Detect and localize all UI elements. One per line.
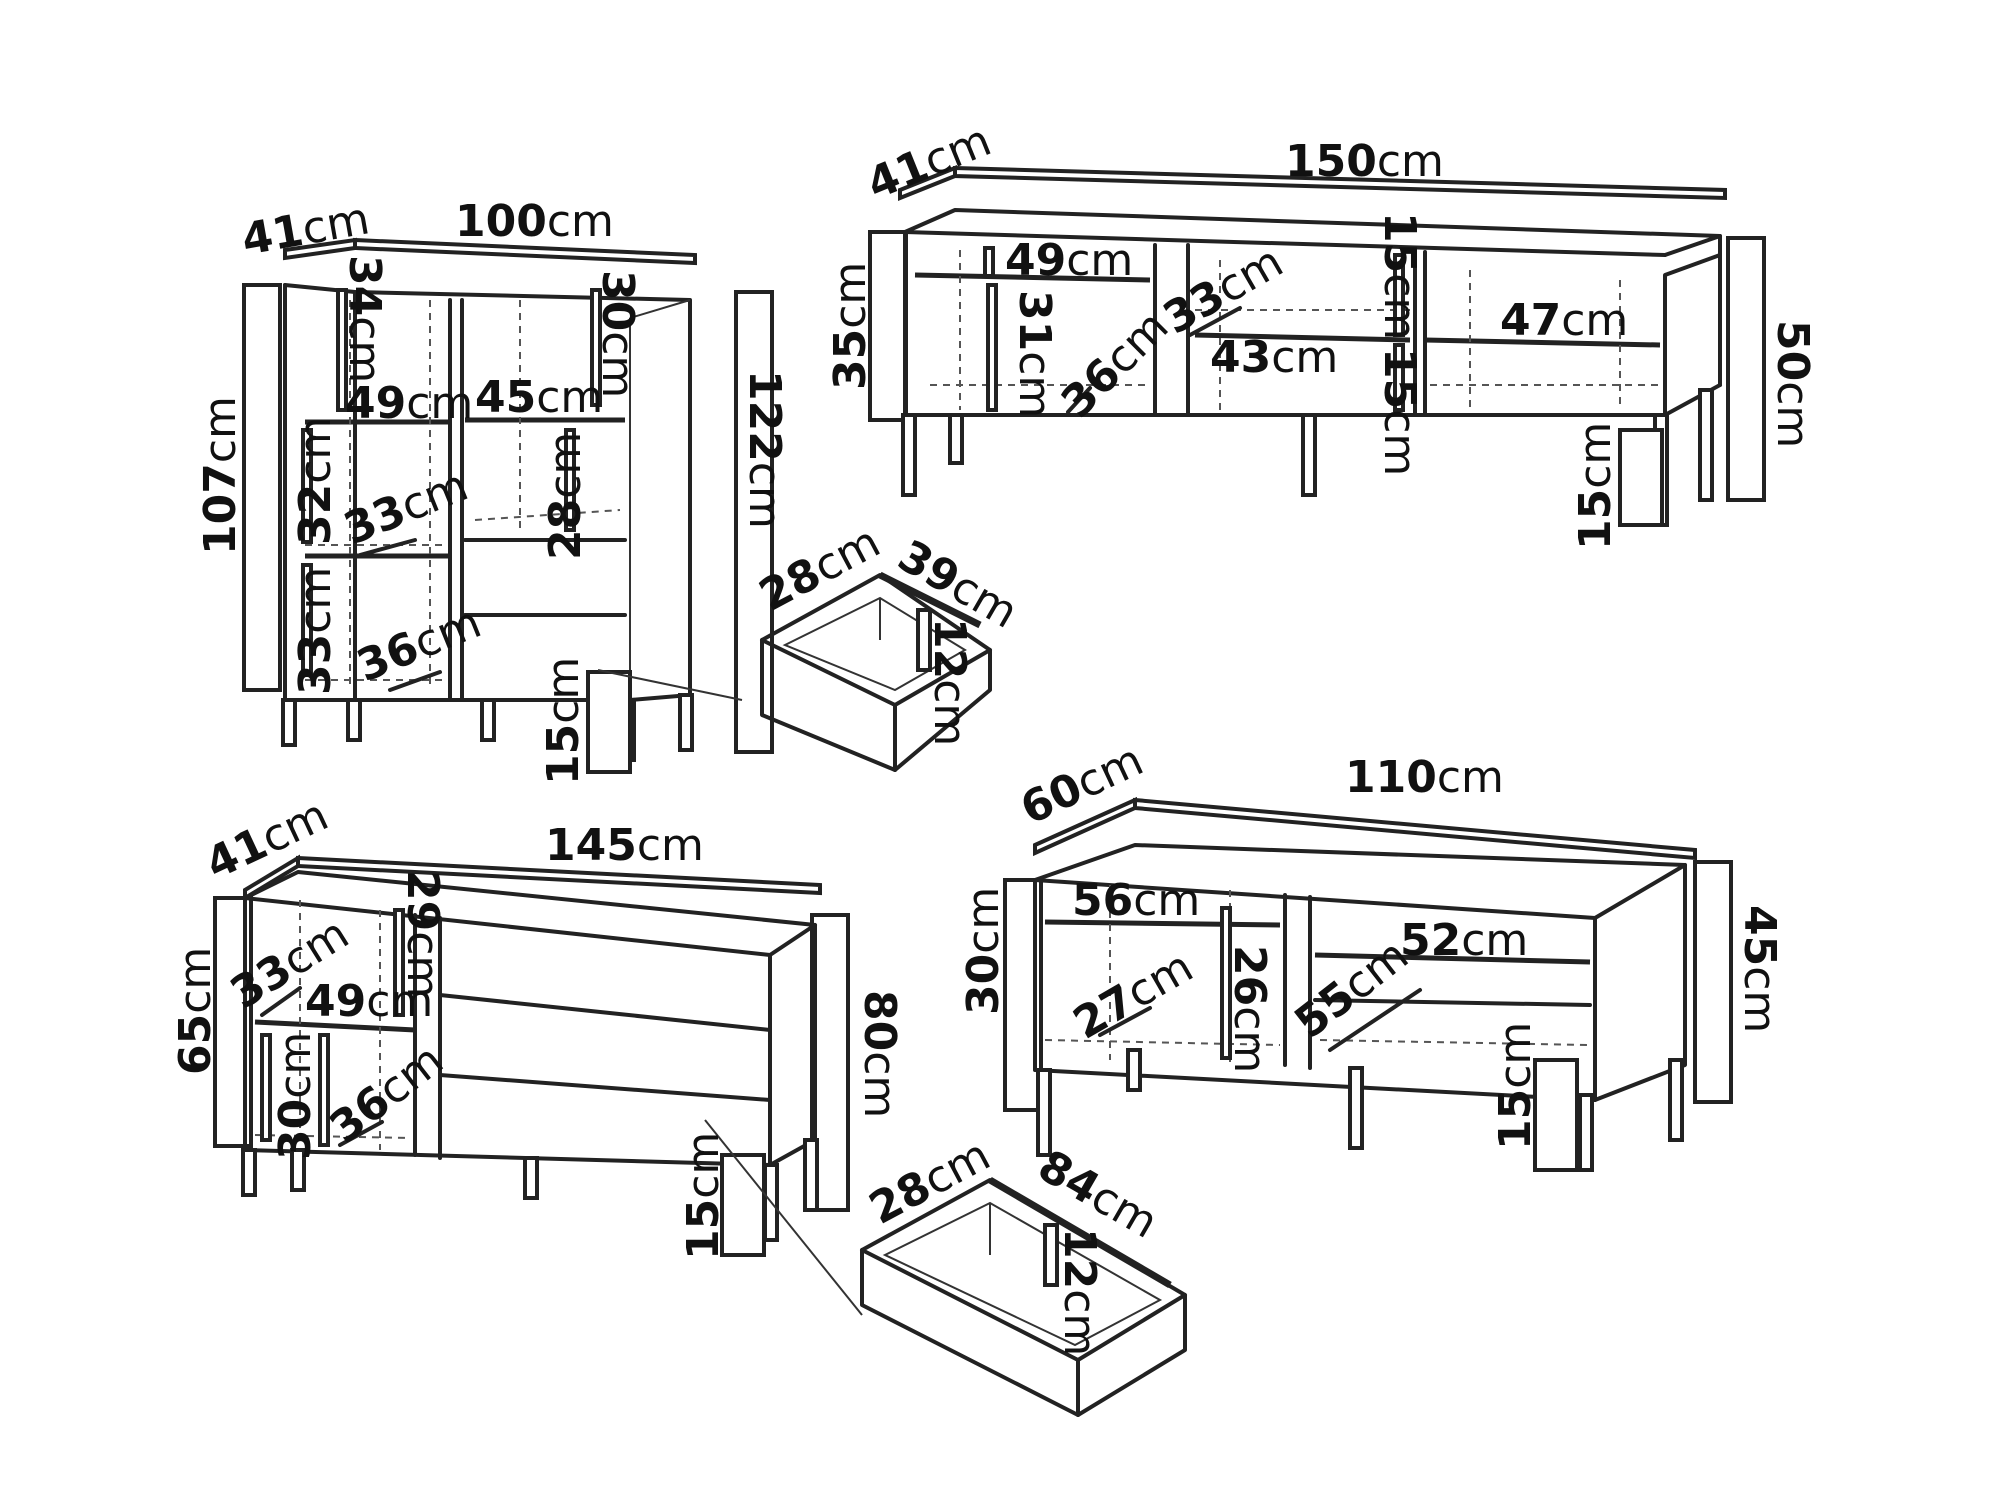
- coffee-table-left-shelf-width-label: 56cm: [1072, 875, 1200, 926]
- tv-stand-left-gap-label: 31cm: [1009, 290, 1060, 418]
- highboard-body-height-label: 107cm: [195, 396, 246, 555]
- tv-stand-width-label: 150cm: [1285, 136, 1444, 187]
- highboard-width-label: 100cm: [455, 196, 614, 247]
- coffee-table-body-height-label: 30cm: [958, 887, 1009, 1015]
- tv-stand-body-height-label: 35cm: [825, 262, 876, 390]
- highboard-depth-label: 41cm: [238, 193, 373, 266]
- highboard-drawer-height-label: 12cm: [924, 618, 975, 746]
- coffee-table-depth-label: 60cm: [1013, 735, 1151, 835]
- sideboard-top-gap-label: 29cm: [397, 870, 448, 998]
- tv-stand-left-depth-label: 36cm: [1052, 301, 1179, 428]
- sideboard-leg-height-label: 15cm: [678, 1132, 729, 1260]
- highboard-right-middle-gap-label: 28cm: [540, 432, 591, 560]
- sideboard-drawer-depth-label: 28cm: [861, 1129, 998, 1234]
- tv-stand-middle-depth-label: 33cm: [1155, 236, 1292, 344]
- coffee-table-height-label: 45cm: [1734, 905, 1785, 1033]
- sideboard-body-height-label: 65cm: [170, 947, 221, 1075]
- sideboard-drawing: [213, 854, 863, 1316]
- highboard-left-shelf-width-label: 49cm: [345, 378, 473, 429]
- coffee-table-right-depth-label: 55cm: [1285, 929, 1417, 1048]
- tv-stand-drawing: [868, 165, 1766, 527]
- highboard-drawer-drawing: [760, 571, 992, 772]
- coffee-table-drawing: [1003, 796, 1733, 1172]
- highboard-drawing: [242, 237, 774, 774]
- highboard-left-bottom-gap-label: 33cm: [290, 567, 341, 695]
- sideboard-height-label: 80cm: [854, 990, 905, 1118]
- coffee-table-left-gap-label: 26cm: [1224, 945, 1275, 1073]
- tv-stand-middle-shelf-width-label: 43cm: [1210, 332, 1338, 383]
- tv-stand-middle-bottom-gap-label: 15cm: [1374, 348, 1425, 476]
- sideboard-drawer-height-label: 12cm: [1054, 1228, 1105, 1356]
- tv-stand-left-shelf-width-label: 49cm: [1005, 235, 1133, 286]
- highboard-leg-height-label: 15cm: [538, 657, 589, 785]
- coffee-table-leg-height-label: 15cm: [1490, 1022, 1541, 1150]
- coffee-table-right-shelf-width-label: 52cm: [1400, 915, 1528, 966]
- tv-stand-leg-height-label: 15cm: [1570, 422, 1621, 550]
- tv-stand-middle-top-gap-label: 15cm: [1374, 212, 1425, 340]
- sideboard-width-label: 145cm: [545, 820, 704, 871]
- highboard-height-label: 122cm: [739, 370, 790, 529]
- sideboard-drawer-drawing: [860, 1176, 1187, 1417]
- highboard-upper-left-gap-label: 34cm: [339, 255, 390, 383]
- sideboard-shelf-width-label: 49cm: [305, 976, 433, 1027]
- coffee-table-width-label: 110cm: [1345, 752, 1504, 803]
- tv-stand-right-shelf-width-label: 47cm: [1500, 295, 1628, 346]
- tv-stand-depth-label: 41cm: [860, 115, 998, 210]
- sideboard-bottom-gap-label: 30cm: [270, 1032, 321, 1160]
- highboard-upper-right-gap-label: 30cm: [592, 270, 643, 398]
- highboard-left-middle-gap-label: 32cm: [290, 417, 341, 545]
- highboard-right-shelf-width-label: 45cm: [475, 372, 603, 423]
- tv-stand-height-label: 50cm: [1767, 320, 1818, 448]
- sideboard-bottom-depth-label: 36cm: [320, 1034, 452, 1153]
- coffee-table-left-depth-label: 27cm: [1065, 941, 1202, 1049]
